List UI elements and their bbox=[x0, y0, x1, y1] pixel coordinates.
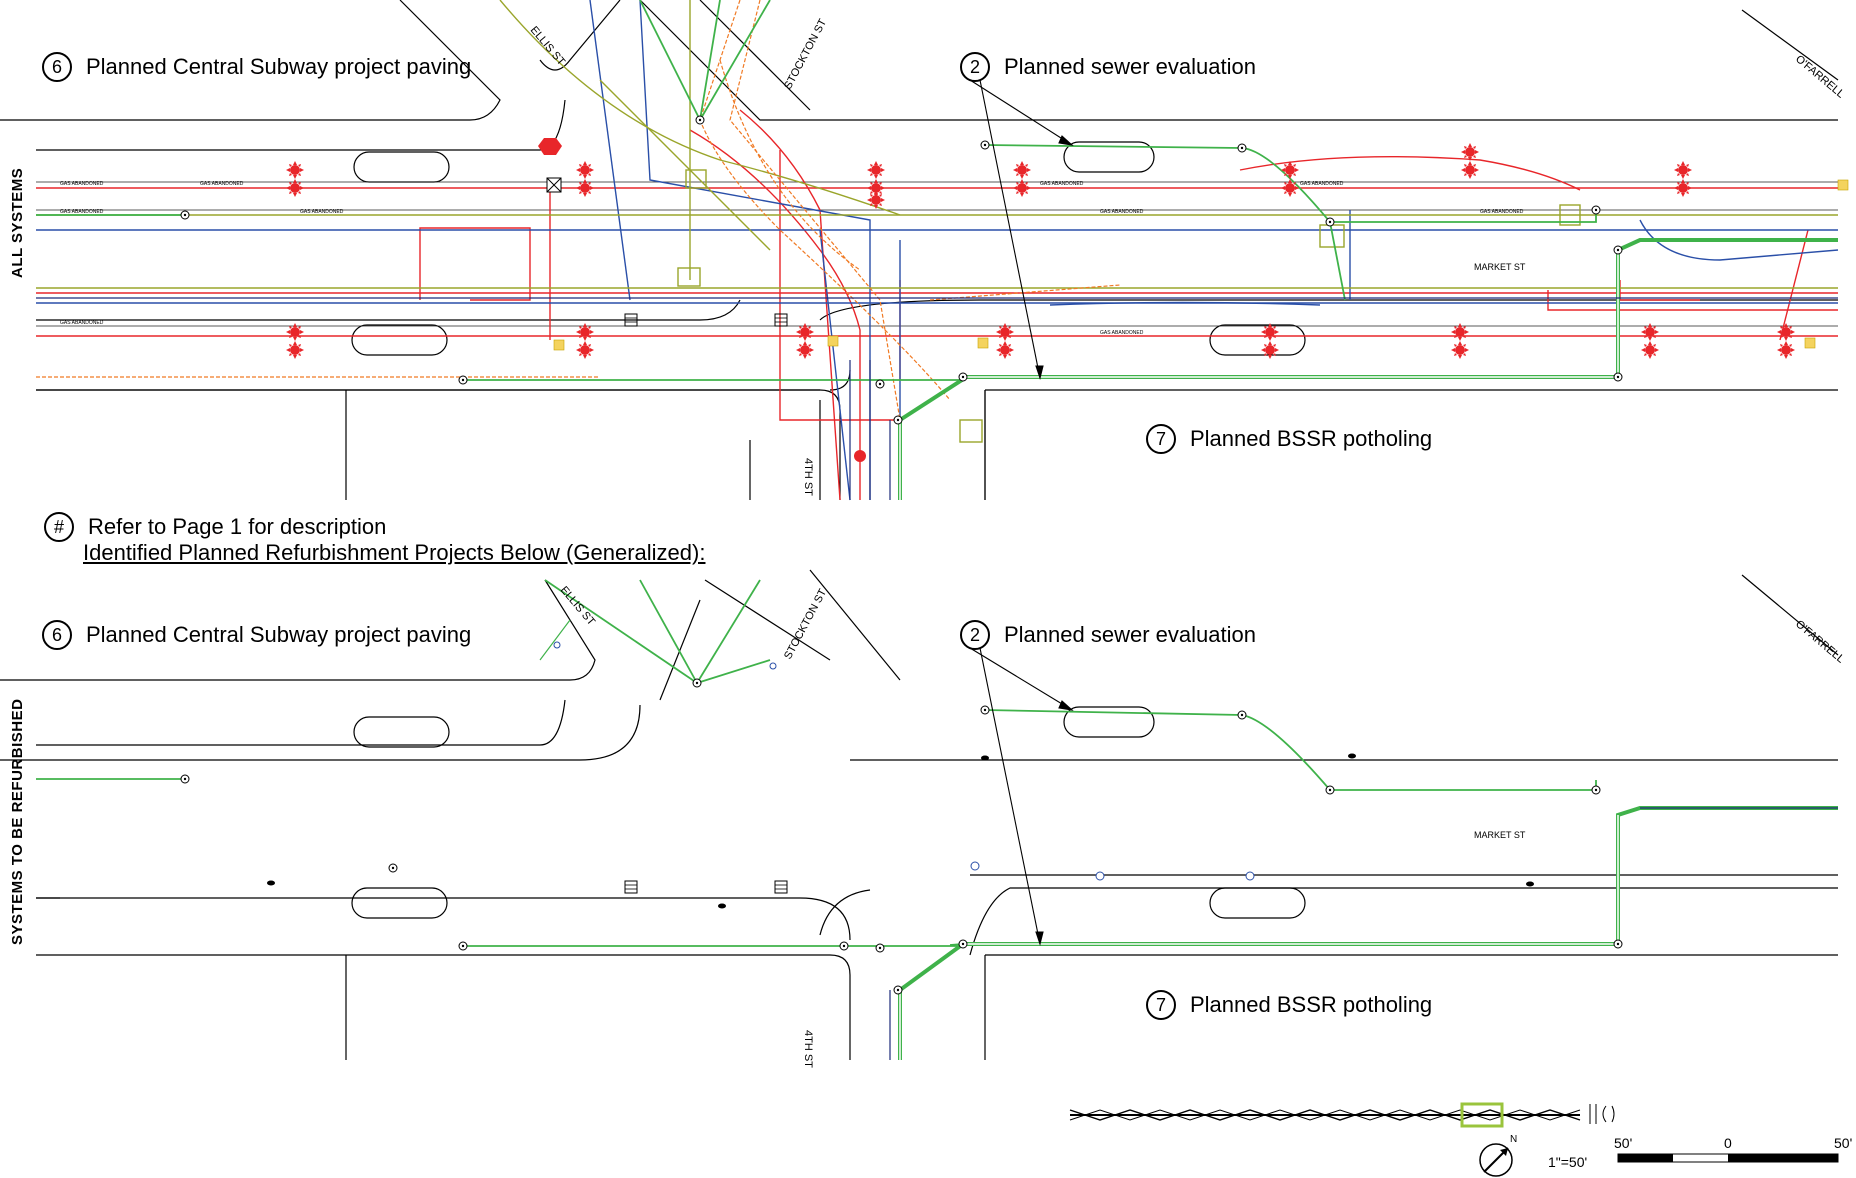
callout-2-text: Planned sewer evaluation bbox=[1004, 54, 1256, 79]
svg-text:GAS ABANDONED: GAS ABANDONED bbox=[1040, 181, 1084, 187]
callout-6-number-bottom: 6 bbox=[42, 620, 72, 650]
svg-text:GAS ABANDONED: GAS ABANDONED bbox=[60, 320, 104, 326]
legend-line-1: # Refer to Page 1 for description bbox=[44, 512, 386, 542]
side-label-all-systems: ALL SYSTEMS bbox=[9, 167, 26, 278]
svg-text:GAS ABANDONED: GAS ABANDONED bbox=[1300, 181, 1344, 187]
key-map-highlight bbox=[1460, 1102, 1504, 1128]
callout-2-top: 2 Planned sewer evaluation bbox=[960, 52, 1256, 82]
red-gas-lines-top bbox=[36, 109, 1838, 501]
street-label-stockton-bottom: STOCKTON ST bbox=[782, 587, 829, 662]
structures-top bbox=[180, 115, 1623, 425]
gas-abandoned-lines-top bbox=[36, 181, 1838, 327]
callout-7-bottom: 7 Planned BSSR potholing bbox=[1146, 990, 1432, 1020]
top-panel: GAS ABANDONED GAS ABANDONED GAS ABANDONE… bbox=[0, 0, 1849, 501]
bottom-panel: ELLIS ST STOCKTON ST O'FARRELL MARKET ST… bbox=[0, 569, 1846, 1068]
blue-water-lines-top bbox=[36, 0, 1839, 501]
street-label-4th-top: 4TH ST bbox=[802, 458, 814, 496]
scale-ratio: 1"=50' bbox=[1548, 1154, 1587, 1170]
svg-text:GAS ABANDONED: GAS ABANDONED bbox=[60, 209, 104, 215]
callout-7-text-bottom: Planned BSSR potholing bbox=[1190, 992, 1433, 1017]
svg-text:GAS ABANDONED: GAS ABANDONED bbox=[60, 181, 104, 187]
callout-leaders-bottom bbox=[969, 647, 1074, 946]
scale-left-label: 50' bbox=[1614, 1135, 1632, 1151]
callout-7-number: 7 bbox=[1146, 424, 1176, 454]
legend-line-2: Identified Planned Refurbishment Project… bbox=[83, 540, 705, 566]
yellow-markers-top bbox=[553, 179, 1849, 351]
line-label-ticks-top: GAS ABANDONED GAS ABANDONED GAS ABANDONE… bbox=[60, 181, 1524, 336]
callout-2-number-bottom: 2 bbox=[960, 620, 990, 650]
callout-6-text: Planned Central Subway project paving bbox=[86, 54, 472, 79]
scale-bar: 1"=50' 50' 0 50' bbox=[1548, 1135, 1852, 1170]
olive-lines-top bbox=[36, 0, 1838, 443]
scale-right-label: 50' bbox=[1834, 1135, 1852, 1151]
callout-2-text-bottom: Planned sewer evaluation bbox=[1004, 622, 1256, 647]
svg-text:GAS ABANDONED: GAS ABANDONED bbox=[300, 209, 344, 215]
street-label-ofarrell-bottom: O'FARRELL bbox=[1793, 618, 1846, 665]
key-map bbox=[1069, 1102, 1615, 1128]
navy-ssr-lines-top bbox=[36, 297, 1838, 500]
callout-7-text: Planned BSSR potholing bbox=[1190, 426, 1433, 451]
navy-ssr-lines-bottom bbox=[889, 807, 1838, 1060]
street-label-4th-bottom: 4TH ST bbox=[802, 1030, 814, 1068]
street-label-stockton-top: STOCKTON ST bbox=[782, 17, 829, 92]
callout-6-top: 6 Planned Central Subway project paving bbox=[42, 52, 471, 82]
street-label-market-top: MARKET ST bbox=[1474, 262, 1526, 272]
orange-lines-top bbox=[36, 0, 1121, 421]
street-label-ellis-top: ELLIS ST bbox=[528, 24, 568, 68]
street-label-market-bottom: MARKET ST bbox=[1474, 830, 1526, 840]
callout-2-bottom: 2 Planned sewer evaluation bbox=[960, 620, 1256, 650]
scale-mid-label: 0 bbox=[1724, 1135, 1732, 1151]
svg-text:GAS ABANDONED: GAS ABANDONED bbox=[200, 181, 244, 187]
callout-6-bottom: 6 Planned Central Subway project paving bbox=[42, 620, 471, 650]
callout-2-number: 2 bbox=[960, 52, 990, 82]
svg-text:GAS ABANDONED: GAS ABANDONED bbox=[1100, 330, 1144, 336]
callout-6-text-bottom: Planned Central Subway project paving bbox=[86, 622, 472, 647]
street-label-ellis-bottom: ELLIS ST bbox=[558, 584, 598, 628]
callout-leaders-top bbox=[969, 79, 1074, 380]
north-arrow: N bbox=[1479, 1134, 1517, 1177]
side-label-refurbished: SYSTEMS TO BE REFURBISHED bbox=[9, 698, 26, 945]
legend-hash-symbol: # bbox=[44, 512, 74, 542]
structures-bottom bbox=[180, 641, 1623, 995]
red-valves-top bbox=[286, 138, 1795, 462]
street-label-ofarrell-top: O'FARRELL bbox=[1793, 53, 1846, 100]
north-label: N bbox=[1510, 1134, 1517, 1145]
legend-text-2: Identified Planned Refurbishment Project… bbox=[83, 540, 706, 565]
callout-7-top: 7 Planned BSSR potholing bbox=[1146, 424, 1432, 454]
svg-text:GAS ABANDONED: GAS ABANDONED bbox=[1100, 209, 1144, 215]
green-sewer-lines-bottom bbox=[36, 579, 1838, 1060]
callout-7-number-bottom: 7 bbox=[1146, 990, 1176, 1020]
svg-text:GAS ABANDONED: GAS ABANDONED bbox=[1480, 209, 1524, 215]
curbs-bottom bbox=[0, 569, 1839, 1060]
callout-6-number: 6 bbox=[42, 52, 72, 82]
legend-text-1: Refer to Page 1 for description bbox=[88, 514, 387, 539]
